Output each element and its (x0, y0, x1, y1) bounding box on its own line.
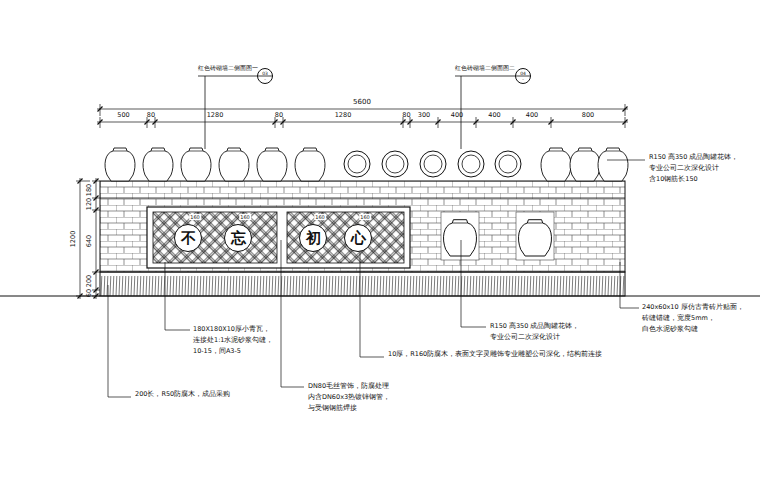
lattice-screen (153, 212, 277, 263)
dimension-lines (76, 104, 628, 299)
wall-cap-line (100, 198, 625, 199)
section-marker: 03- (257, 68, 273, 84)
section-title: 红色砖砌墙二侧面图一 (198, 65, 258, 72)
character-medallion: 不 (174, 224, 202, 252)
radius-note: 160 (359, 214, 371, 220)
dimension-text: 80 (275, 112, 283, 120)
wall-niche (441, 212, 479, 260)
lattice-screen (287, 212, 404, 263)
top-pots (105, 148, 628, 181)
dimension-text: 1200 (70, 230, 78, 247)
dimension-text: 1280 (207, 112, 224, 120)
callout-note: 10厚，R160防腐木，表面文字灵雕饰专业雕塑公司深化，结构前连接 (388, 351, 602, 359)
section-number: - (264, 77, 266, 82)
radius-note: 160 (189, 214, 201, 220)
callout-note: R150 高350 成品陶罐花钵， 专业公司二次深化设计 含10钢筋长150 (649, 152, 741, 185)
dimension-tick (78, 107, 628, 299)
callout-note: 240x60x10 厚仿古青砖片贴面， 砖缝错缝，宽度5mm， 白色水泥砂浆勾缝 (642, 302, 746, 335)
dimension-text: 300 (418, 112, 430, 120)
wall-ground (100, 181, 625, 272)
section-number: - (522, 77, 524, 82)
calligraphy-character: 初 (306, 231, 321, 246)
calligraphy-character: 不 (181, 231, 196, 246)
wall-niche (516, 212, 554, 260)
radius-note: 160 (314, 214, 326, 220)
calligraphy-character: 心 (351, 231, 366, 246)
callout-note: R150 高350 成品陶罐花钵， 专业公司二次深化设计 (490, 321, 582, 343)
dimension-text: 80 (402, 112, 410, 120)
character-medallion: 初 (299, 224, 327, 252)
character-medallion: 忘 (224, 224, 252, 252)
callout-note: DN80毛丝管饰，防腐处理 内含DN60x3热镀锌钢管，与受钢钢筋焊接 (308, 381, 436, 414)
brick-wall (100, 181, 625, 272)
section-marker-lines (198, 76, 531, 149)
dimension-text: 400 (451, 112, 463, 120)
radius-note: 160 (239, 214, 251, 220)
dimension-text: 500 (117, 112, 129, 120)
calligraphy-character: 忘 (231, 231, 246, 246)
dimension-text: 5600 (353, 98, 371, 106)
dimension-text: 200 (86, 275, 94, 287)
section-title: 红色砖砌墙二侧面图二 (455, 65, 515, 72)
dimension-text: 180 (86, 183, 94, 195)
lattice-frame (147, 207, 410, 268)
character-medallion: 心 (344, 224, 372, 252)
section-number: 03 (262, 71, 268, 76)
dimension-text: 800 (582, 112, 594, 120)
dimension-text: 400 (488, 112, 500, 120)
niche-pot (444, 220, 477, 256)
dimension-text: 400 (526, 112, 538, 120)
section-number: 04 (520, 71, 526, 76)
niche-pot (519, 220, 552, 256)
dimension-line (76, 104, 628, 299)
dimension-text: 80 (147, 112, 155, 120)
dimension-text: 60 (86, 289, 94, 297)
callout-note: 200长，R50防腐木，成品采购 (135, 391, 230, 399)
dimension-text: 640 (86, 235, 94, 247)
dimension-text: 1280 (335, 112, 352, 120)
section-marker: 04- (515, 68, 531, 84)
wall-base (100, 272, 625, 296)
callout-note: 180X180X10厚小青瓦， 连接处1:1水泥砂浆勾缝， 10-15，间A3-… (193, 324, 277, 357)
dimension-text: 120 (86, 198, 94, 210)
leader-lines (108, 160, 645, 397)
